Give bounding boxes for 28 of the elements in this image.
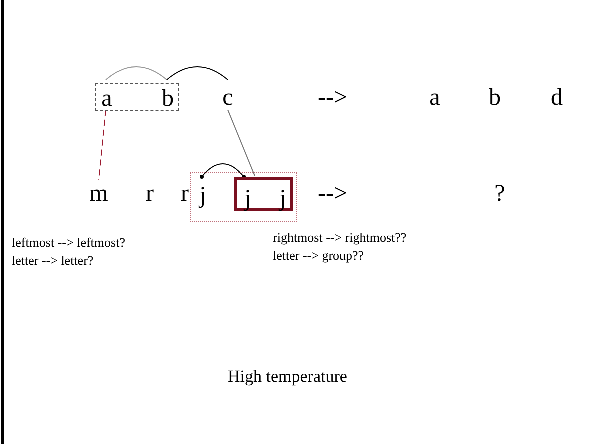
letter: j — [239, 185, 257, 211]
letter: a — [425, 84, 445, 110]
correspondence-line — [228, 110, 256, 176]
letter: r — [140, 180, 160, 206]
note: leftmost --> leftmost? — [12, 234, 126, 251]
letter: r — [175, 180, 195, 206]
bond-arc — [166, 66, 228, 80]
arrow-text: --> — [318, 180, 348, 208]
note: letter --> letter? — [12, 252, 94, 269]
note: rightmost --> rightmost?? — [273, 229, 407, 246]
arrow-text: --> — [318, 84, 348, 112]
letter: b — [158, 85, 178, 111]
bond-arc — [106, 66, 168, 80]
letter: b — [485, 84, 505, 110]
letter: j — [194, 182, 212, 208]
grouping-box — [95, 83, 179, 111]
temperature-label: High temperature — [228, 366, 348, 387]
bond-arc — [200, 164, 246, 179]
note: letter --> group?? — [273, 247, 364, 264]
group-box — [234, 177, 293, 211]
letter: m — [88, 180, 110, 206]
letter: ? — [490, 180, 510, 206]
letter: j — [274, 185, 292, 211]
grouping-box — [190, 172, 297, 222]
letter: c — [218, 84, 238, 110]
letter: a — [97, 85, 117, 111]
letter: d — [547, 84, 567, 110]
correspondence-line — [98, 110, 106, 180]
